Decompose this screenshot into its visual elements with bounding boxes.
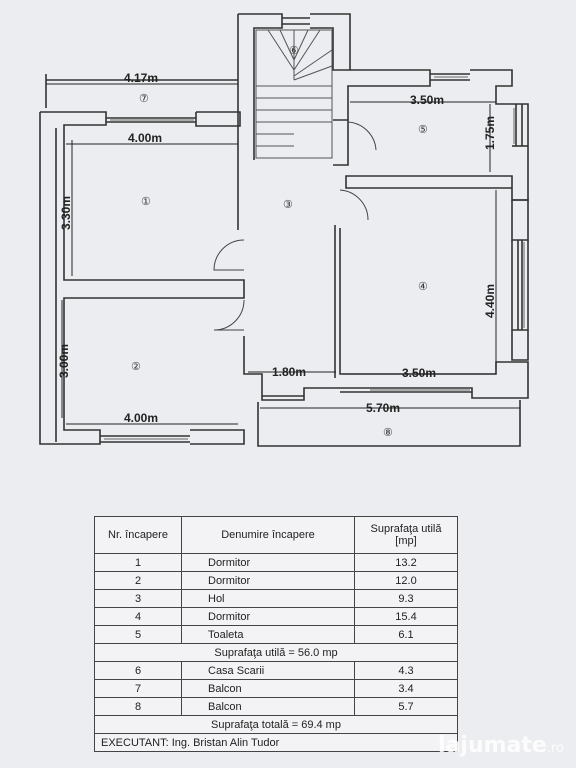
row-area: 9.3 (354, 589, 458, 608)
row-nr: 3 (94, 589, 182, 608)
table-row: 8 Balcon 5.7 (94, 697, 458, 716)
room-number-7: ⑦ (139, 93, 149, 105)
table-row: 6 Casa Scarii 4.3 (94, 661, 458, 680)
room-number-5: ⑤ (418, 124, 428, 136)
room-number-4: ④ (418, 281, 428, 293)
dim-room4-height: 4.40m (483, 284, 497, 318)
dimension-lines (46, 83, 520, 425)
dim-hall-width: 1.80m (272, 365, 306, 379)
dim-room4-width: 3.50m (402, 366, 436, 380)
row-area: 5.7 (354, 697, 458, 716)
row-nr: 6 (94, 661, 182, 680)
floor-plan: 4.17m 4.00m 3.30m 3.00m 4.00m 3.50m 1.75… (39, 13, 529, 447)
row-nr: 4 (94, 607, 182, 626)
windows (104, 76, 525, 440)
room-number-6: ⑥ (289, 45, 299, 57)
site-watermark: lajumate.ro (438, 733, 564, 758)
doors (213, 121, 377, 331)
dim-balcony8-width: 5.70m (366, 401, 400, 415)
executant-text: EXECUTANT: Ing. Bristan Alin Tudor (94, 733, 458, 752)
row-area: 15.4 (354, 607, 458, 626)
row-nr: 5 (94, 625, 182, 644)
row-area: 3.4 (354, 679, 458, 698)
header-name: Denumire încapere (181, 516, 355, 554)
dim-room2-width: 4.00m (124, 411, 158, 425)
total-text: Suprafaţa totală = 69.4 mp (94, 715, 458, 734)
header-nr: Nr. încapere (94, 516, 182, 554)
row-name: Dormitor (181, 571, 355, 590)
row-area: 13.2 (354, 553, 458, 572)
row-name: Hol (181, 589, 355, 608)
row-name: Casa Scarii (181, 661, 355, 680)
total-row: Suprafaţa totală = 69.4 mp (94, 715, 458, 734)
row-area: 4.3 (354, 661, 458, 680)
dim-balcony7-width: 4.17m (124, 71, 158, 85)
dim-room5-height: 1.75m (483, 116, 497, 150)
room-numbers: ① ② ③ ④ ⑤ ⑥ ⑦ ⑧ (131, 45, 428, 439)
room-number-1: ① (141, 196, 151, 208)
row-area: 12.0 (354, 571, 458, 590)
table-row: 5 Toaleta 6.1 (94, 625, 458, 644)
header-area: Suprafaţa utilă [mp] (354, 516, 458, 554)
walls (39, 13, 529, 447)
row-name: Dormitor (181, 553, 355, 572)
executant-row: EXECUTANT: Ing. Bristan Alin Tudor (94, 733, 458, 752)
room-number-8: ⑧ (383, 427, 393, 439)
row-area: 6.1 (354, 625, 458, 644)
table-row: 4 Dormitor 15.4 (94, 607, 458, 626)
row-name: Balcon (181, 679, 355, 698)
dim-room2-height: 3.00m (57, 344, 71, 378)
row-nr: 1 (94, 553, 182, 572)
row-nr: 2 (94, 571, 182, 590)
room-number-2: ② (131, 361, 141, 373)
dim-room5-width: 3.50m (410, 93, 444, 107)
room-areas-table: Nr. încapere Denumire încapere Suprafaţa… (94, 516, 458, 752)
watermark-suffix: .ro (546, 741, 564, 756)
watermark-brand: lajumate (438, 733, 547, 758)
row-nr: 7 (94, 679, 182, 698)
row-name: Toaleta (181, 625, 355, 644)
row-nr: 8 (94, 697, 182, 716)
subtotal-text: Suprafaţa utilă = 56.0 mp (94, 643, 458, 662)
table-row: 3 Hol 9.3 (94, 589, 458, 608)
row-name: Dormitor (181, 607, 355, 626)
subtotal-row: Suprafaţa utilă = 56.0 mp (94, 643, 458, 662)
row-name: Balcon (181, 697, 355, 716)
staircase (255, 29, 333, 159)
table-row: 1 Dormitor 13.2 (94, 553, 458, 572)
table-row: 2 Dormitor 12.0 (94, 571, 458, 590)
table-row: 7 Balcon 3.4 (94, 679, 458, 698)
table-header-row: Nr. încapere Denumire încapere Suprafaţa… (94, 516, 458, 554)
dim-room1-height: 3.30m (59, 196, 73, 230)
room-number-3: ③ (283, 199, 293, 211)
dim-room1-width: 4.00m (128, 131, 162, 145)
